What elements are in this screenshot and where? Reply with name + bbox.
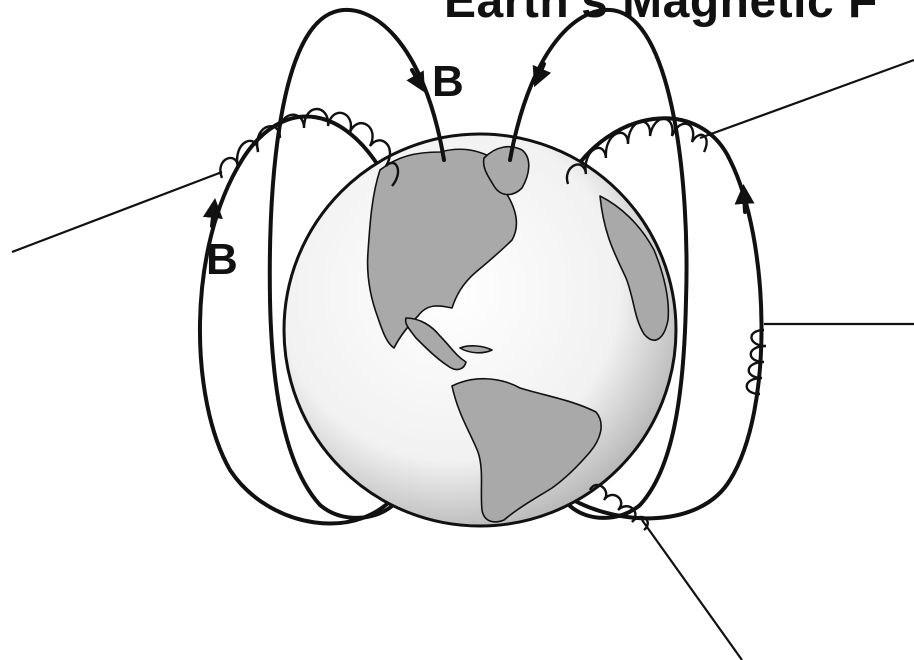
particle-pointer-bottom [642,520,742,660]
particle-pointer-upper-right [700,60,914,138]
field-label-top: B [432,57,464,106]
field-arrow-right [744,194,745,212]
earth-globe [284,134,676,526]
field-label-left: B [206,235,238,284]
particle-pointer-left [12,172,222,252]
field-arrow-left [212,208,214,226]
